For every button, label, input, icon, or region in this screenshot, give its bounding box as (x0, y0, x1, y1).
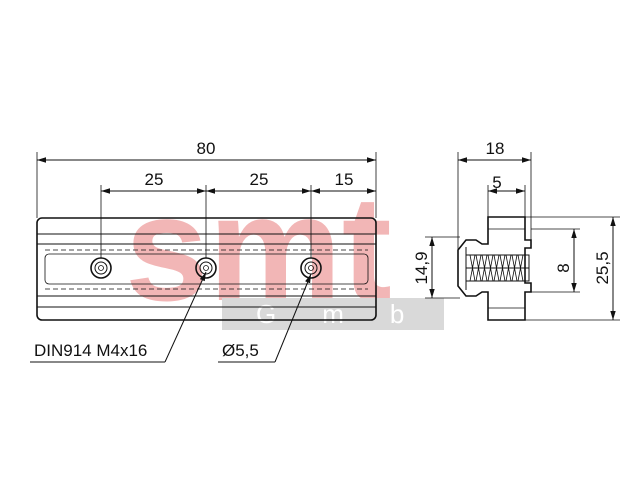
dim-spacing-row: 25 25 15 (101, 170, 376, 194)
dim-inner-width: 5 (488, 173, 525, 194)
dim-spacing-1: 25 (145, 170, 164, 189)
dim-width: 18 (458, 139, 531, 163)
hole-1 (90, 257, 112, 279)
watermark-subtitle: GmbH (256, 299, 515, 329)
svg-text:8: 8 (554, 263, 573, 272)
svg-text:DIN914 M4x16: DIN914 M4x16 (34, 341, 147, 360)
svg-text:25,5: 25,5 (593, 251, 612, 284)
svg-text:5: 5 (492, 173, 501, 192)
screw-thread (465, 254, 530, 282)
front-view-outline (36, 217, 377, 321)
side-extension-lines (425, 152, 620, 321)
dim-height-right: 25,5 (593, 217, 616, 320)
dim-end-offset: 15 (335, 170, 354, 189)
svg-text:14,9: 14,9 (412, 251, 431, 284)
side-view (457, 216, 532, 321)
svg-text:Ø5,5: Ø5,5 (222, 341, 259, 360)
callout-hole: Ø5,5 (218, 273, 312, 363)
watermark-band (222, 298, 444, 330)
front-extension-lines (36, 152, 377, 258)
front-view (36, 217, 377, 321)
dim-height-left: 14,9 (412, 237, 435, 298)
dim-height-slot: 8 (554, 229, 577, 292)
dim-overall-length: 80 (37, 139, 376, 163)
slot-outline (44, 253, 369, 285)
svg-text:80: 80 (197, 139, 216, 158)
dim-spacing-2: 25 (250, 170, 269, 189)
callout-screw: DIN914 M4x16 (30, 271, 207, 363)
side-view-profile (457, 216, 532, 321)
svg-text:18: 18 (486, 139, 505, 158)
